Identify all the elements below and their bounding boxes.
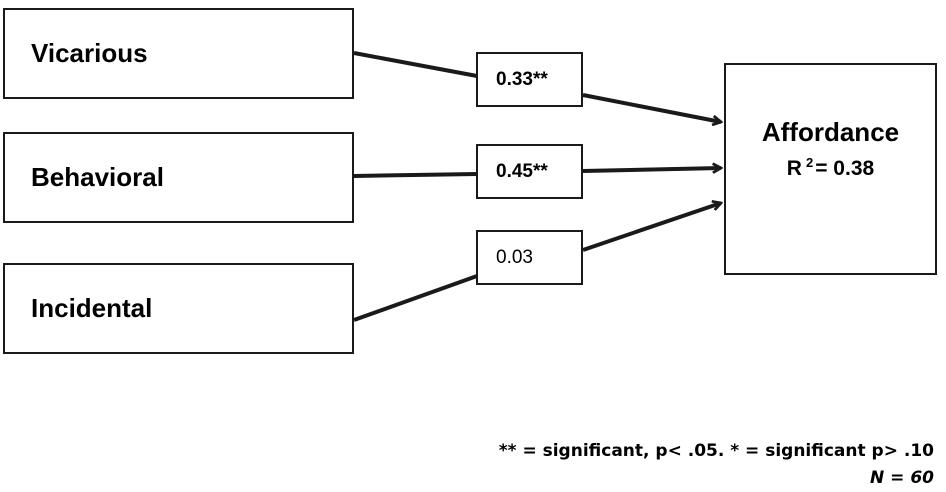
r-squared-value: = 0.38: [815, 157, 875, 180]
path-vicarious-out: [582, 93, 721, 122]
coefficient-box-behavioral: 0.45**: [476, 144, 583, 199]
r-squared-superscript: 2: [805, 155, 814, 170]
predictor-box-vicarious: Vicarious: [3, 8, 354, 99]
predictor-label: Behavioral: [31, 162, 164, 192]
predictor-box-behavioral: Behavioral: [3, 132, 354, 223]
path-vicarious-in: [353, 51, 478, 78]
coefficient-box-vicarious: 0.33**: [476, 52, 583, 107]
r-squared-prefix: R: [786, 157, 802, 180]
significance-note: ** = significant, p< .05. * = significan…: [498, 441, 934, 461]
coefficient-value: 0.45**: [496, 160, 548, 182]
path-incidental-in: [353, 274, 478, 322]
predictor-box-incidental: Incidental: [3, 263, 354, 354]
coefficient-value: 0.03: [496, 246, 533, 268]
coefficient-value: 0.33**: [496, 68, 548, 90]
predictor-label: Vicarious: [31, 38, 148, 68]
predictor-label: Incidental: [31, 293, 153, 323]
sample-size-note: N = 60: [870, 468, 934, 488]
outcome-title: Affordance: [761, 117, 900, 147]
coefficient-box-incidental: 0.03: [476, 230, 583, 285]
path-behavioral-in: [353, 172, 478, 178]
path-behavioral-out: [582, 168, 721, 171]
path-incidental-out: [582, 203, 721, 252]
